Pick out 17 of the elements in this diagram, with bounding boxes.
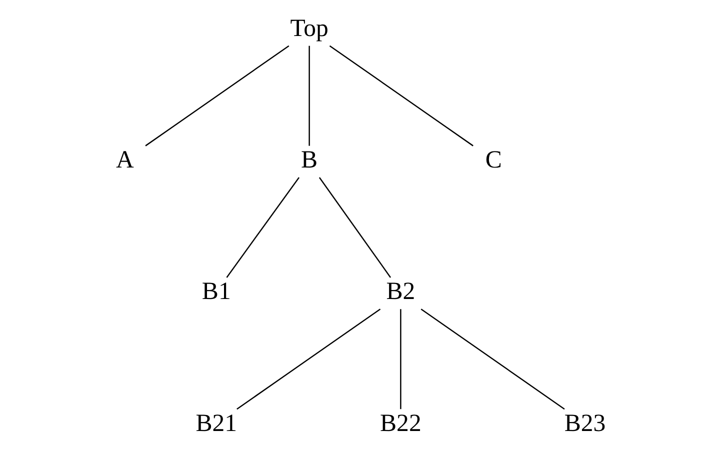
node-text: B22 xyxy=(380,410,421,437)
node-text: B1 xyxy=(201,278,230,306)
node-text: B xyxy=(300,146,318,174)
connector xyxy=(236,308,380,410)
connector xyxy=(318,177,391,278)
node-text: Top xyxy=(290,14,328,42)
node-text: B2 xyxy=(386,278,415,306)
node-text: A xyxy=(116,146,134,174)
node-text: B21 xyxy=(195,410,237,437)
connector xyxy=(400,309,401,410)
node-text: C xyxy=(484,146,502,174)
connector xyxy=(328,45,473,146)
connector xyxy=(308,46,310,146)
connector xyxy=(420,308,564,410)
node-text: B23 xyxy=(564,410,606,437)
connector xyxy=(226,177,300,278)
connector xyxy=(144,45,289,146)
